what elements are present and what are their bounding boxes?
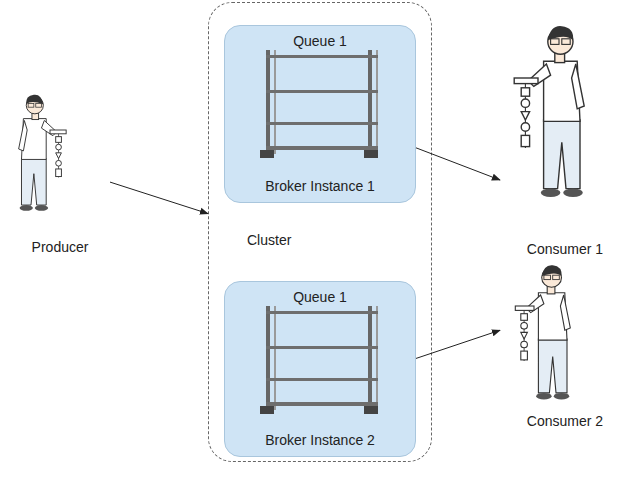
- cluster-region: ClusterQueue 1Broker Instance 1Queue 1Br…: [208, 2, 432, 462]
- node-label: Producer: [32, 239, 89, 256]
- queue-name: Queue 1: [293, 33, 347, 50]
- node-label: Consumer 1: [527, 241, 603, 258]
- broker-box: Queue 1 Broker Instance 1: [224, 25, 416, 203]
- broker-box: Queue 1 Broker Instance 2: [224, 281, 416, 457]
- node-label: Cluster: [247, 232, 291, 249]
- queue-name: Queue 1: [293, 289, 347, 306]
- consumer-figure: [515, 265, 570, 399]
- message-arrow: [416, 330, 500, 358]
- producer-figure: [19, 95, 67, 211]
- message-arrow: [110, 182, 208, 214]
- consumer-figure: [514, 26, 584, 197]
- broker-name: Broker Instance 1: [265, 178, 375, 195]
- message-arrow: [416, 148, 500, 180]
- broker-name: Broker Instance 2: [265, 432, 375, 449]
- node-label: Consumer 2: [527, 413, 603, 430]
